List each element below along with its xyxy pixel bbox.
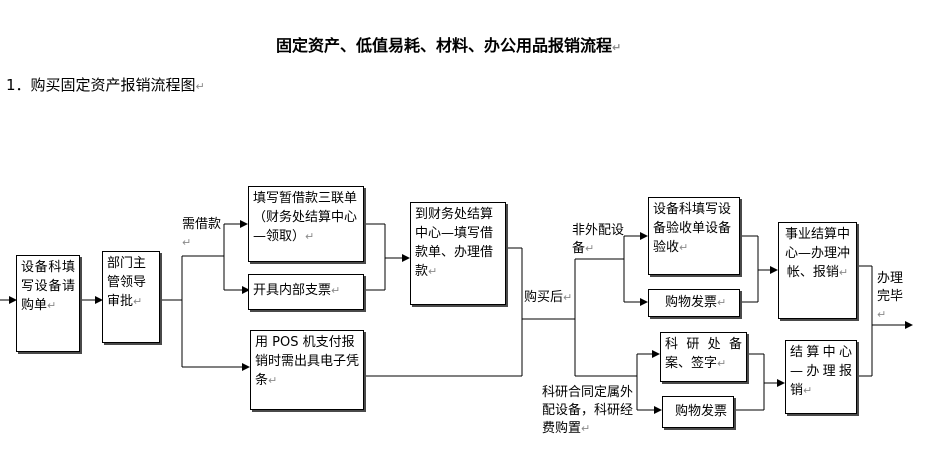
settlement-center-box: 结算中心—办理报销↵ [785, 340, 857, 414]
equipment-request-box: 设备科填写设备请购单↵ [16, 255, 80, 352]
after-purchase-label: 购买后↵ [524, 290, 573, 305]
done-label: 办理完毕↵ [877, 271, 904, 321]
invoice-box-2: 购物发票↵ [662, 396, 734, 428]
equipment-acceptance-box: 设备科填写设备验收单设备验收↵ [648, 197, 740, 275]
flowchart-subtitle: 1．购买固定资产报销流程图↵ [6, 76, 205, 94]
business-settlement-box: 事业结算中心—办理冲帐、报销↵ [778, 222, 857, 319]
need-loan-label: 需借款↵ [182, 217, 222, 249]
page-title: 固定资产、低值易耗、材料、办公用品报销流程↵ [276, 36, 622, 55]
research-external-label: 科研合同定属外配设备，科研经费购置↵ [542, 384, 634, 438]
research-record-box: 科研处备案、签字↵ [660, 332, 747, 382]
invoice-box-1: 购物发票↵ [648, 289, 740, 317]
finance-loan-box: 到财务处结算中心—填写借款单、办理借款↵ [410, 202, 506, 305]
dept-approval-box: 部门主管领导审批↵ [102, 251, 160, 343]
internal-check-box: 开具内部支票↵ [248, 274, 364, 310]
pos-payment-box: 用 POS 机支付报销时需出具电子凭条↵ [250, 330, 364, 410]
fill-loan-form-box: 填写暂借款三联单（财务处结算中心—领取）↵ [248, 186, 364, 262]
non-external-label: 非外配设备↵ [572, 223, 625, 256]
